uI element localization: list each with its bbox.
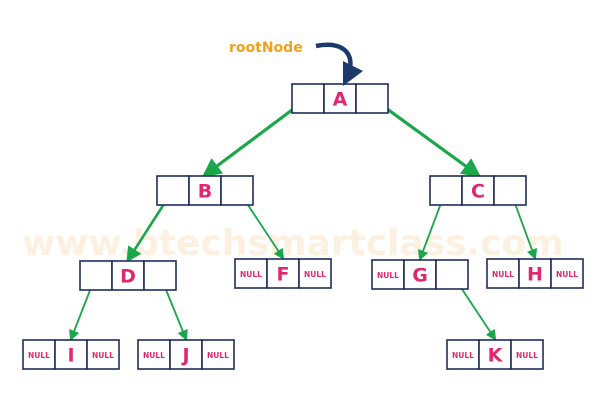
node-c-value-text: C xyxy=(471,181,485,203)
node-g-value-text: G xyxy=(412,265,428,287)
node-j-value-text: J xyxy=(180,345,189,367)
tree-node-i: NULL I NULL xyxy=(22,339,120,370)
node-j-right-pointer-cell xyxy=(201,339,235,370)
node-d-value-text: D xyxy=(120,266,136,288)
node-f-right-pointer-cell xyxy=(298,258,332,289)
node-d-value-cell xyxy=(111,260,145,291)
node-a-left-pointer-cell xyxy=(291,83,325,114)
tree-node-g: NULL G xyxy=(371,259,469,290)
node-g-right-pointer-cell xyxy=(435,259,469,290)
tree-node-h: NULL H NULL xyxy=(486,258,584,289)
root-node-label: rootNode xyxy=(229,40,303,56)
node-k-left-pointer-text: NULL xyxy=(452,351,474,360)
node-g-value-cell xyxy=(403,259,437,290)
node-d-left-pointer-cell xyxy=(79,260,113,291)
root-pointer-arrow xyxy=(315,42,364,87)
node-a-value-cell xyxy=(323,83,357,114)
node-a-value-text: A xyxy=(333,89,348,111)
node-i-left-pointer-text: NULL xyxy=(28,351,50,360)
node-j-value-cell xyxy=(169,339,203,370)
node-k-value-text: K xyxy=(488,345,504,367)
node-i-right-pointer-text: NULL xyxy=(92,351,114,360)
node-b-value-text: B xyxy=(198,181,212,203)
node-c-left-pointer-cell xyxy=(429,175,463,206)
node-a-right-pointer-cell xyxy=(355,83,389,114)
node-j-left-pointer-cell xyxy=(137,339,171,370)
edges-layer xyxy=(69,96,538,342)
node-i-value-cell xyxy=(54,339,88,370)
node-j-left-pointer-text: NULL xyxy=(143,351,165,360)
node-c-value-cell xyxy=(461,175,495,206)
node-b-value-cell xyxy=(188,175,222,206)
node-f-value-text: F xyxy=(277,264,290,286)
tree-node-f: NULL F NULL xyxy=(234,258,332,289)
edge-a-to-b xyxy=(201,96,309,178)
tree-node-k: NULL K NULL xyxy=(446,339,544,370)
tree-node-a: A xyxy=(291,83,389,114)
edge-a-to-c xyxy=(371,96,482,178)
node-j-right-pointer-text: NULL xyxy=(207,351,229,360)
node-f-right-pointer-text: NULL xyxy=(304,270,326,279)
node-h-right-pointer-text: NULL xyxy=(556,270,578,279)
tree-node-j: NULL J NULL xyxy=(137,339,235,370)
node-f-value-cell xyxy=(266,258,300,289)
node-c-right-pointer-cell xyxy=(493,175,527,206)
node-d-right-pointer-cell xyxy=(143,260,177,291)
node-i-right-pointer-cell xyxy=(86,339,120,370)
node-h-right-pointer-cell xyxy=(550,258,584,289)
node-f-left-pointer-text: NULL xyxy=(240,270,262,279)
watermark: www.btechsmartclass.com xyxy=(22,223,564,264)
node-h-left-pointer-text: NULL xyxy=(492,270,514,279)
tree-node-c: C xyxy=(429,175,527,206)
tree-node-b: B xyxy=(156,175,254,206)
node-i-value-text: I xyxy=(67,345,74,367)
tree-node-d: D xyxy=(79,260,177,291)
node-h-value-text: H xyxy=(527,264,543,286)
node-k-right-pointer-text: NULL xyxy=(516,351,538,360)
node-g-left-pointer-cell xyxy=(371,259,405,290)
node-k-right-pointer-cell xyxy=(510,339,544,370)
node-i-left-pointer-cell xyxy=(22,339,56,370)
node-b-left-pointer-cell xyxy=(156,175,190,206)
node-g-left-pointer-text: NULL xyxy=(377,271,399,280)
node-b-right-pointer-cell xyxy=(220,175,254,206)
